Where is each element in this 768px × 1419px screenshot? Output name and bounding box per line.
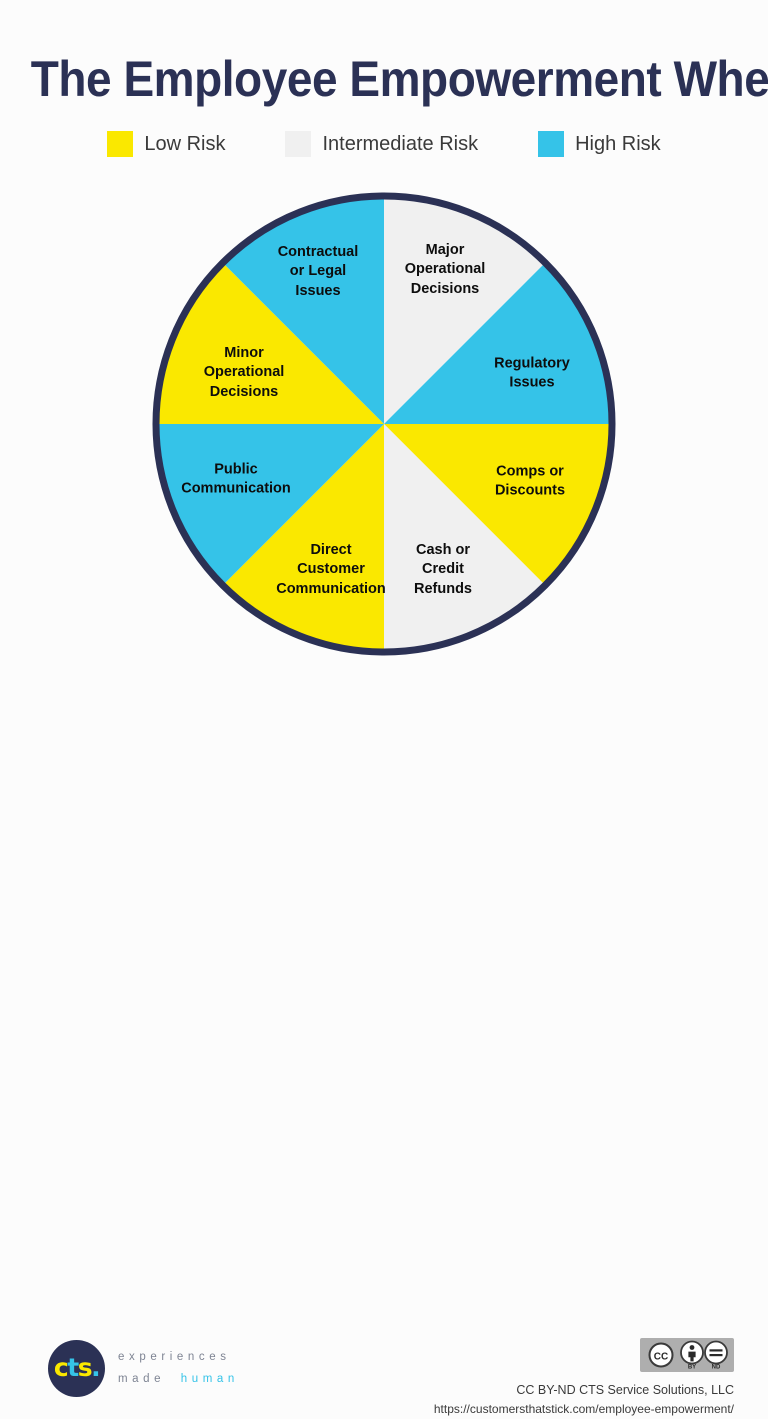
creative-commons-badge: CC BY ND <box>640 1338 734 1372</box>
wheel-segment-regulatory-issues[interactable] <box>384 262 612 424</box>
tagline-line-1: experiences <box>118 1351 231 1364</box>
license-text: CC BY-ND CTS Service Solutions, LLC <box>516 1383 734 1397</box>
wheel-segment-contractual-or-legal-issues[interactable] <box>222 196 384 424</box>
legend-swatch-high-risk <box>538 131 565 157</box>
svg-text:CC: CC <box>654 1352 668 1363</box>
cts-dot: . <box>91 1353 101 1382</box>
wheel-segment-cash-or-credit-refunds[interactable] <box>384 424 546 652</box>
cts-letter-s: s <box>77 1353 93 1382</box>
wheel-segment-public-communication[interactable] <box>156 424 384 586</box>
legend: Low Risk Intermediate Risk High Risk <box>0 131 768 157</box>
legend-item-intermediate-risk: Intermediate Risk <box>285 131 478 157</box>
brand-tagline: experiences made human <box>118 1347 239 1390</box>
license-url[interactable]: https://customersthatstick.com/employee-… <box>433 1402 734 1416</box>
license-block: CC BY ND CC BY-ND CTS Service Solutions,… <box>314 1338 734 1419</box>
legend-swatch-intermediate-risk <box>285 131 312 157</box>
legend-label-intermediate-risk: Intermediate Risk <box>322 133 479 155</box>
wheel-segment-direct-customer-communication[interactable] <box>222 424 384 652</box>
tagline-line-2: made human <box>118 1369 239 1390</box>
tagline-made: made <box>118 1372 166 1385</box>
wheel-svg <box>152 192 616 656</box>
cc-badge-icon: CC BY ND <box>643 1340 731 1371</box>
wheel-segment-minor-operational-decisions[interactable] <box>156 262 384 424</box>
page-title: The Employee Empowerment Wheel <box>30 51 768 107</box>
wheel-segment-comps-or-discounts[interactable] <box>384 424 612 586</box>
legend-swatch-low-risk <box>107 131 134 157</box>
legend-label-low-risk: Low Risk <box>144 133 226 155</box>
legend-label-high-risk: High Risk <box>575 133 661 155</box>
cts-letter-c: c <box>53 1353 69 1382</box>
tagline-human: human <box>180 1372 239 1385</box>
wheel-segment-major-operational-decisions[interactable] <box>384 196 546 424</box>
legend-item-low-risk: Low Risk <box>107 131 225 157</box>
wheel-outer-ring <box>152 192 616 656</box>
svg-text:ND: ND <box>712 1365 721 1371</box>
cts-letter-t: t <box>67 1353 79 1382</box>
svg-text:BY: BY <box>688 1365 696 1371</box>
legend-item-high-risk: High Risk <box>538 131 661 157</box>
